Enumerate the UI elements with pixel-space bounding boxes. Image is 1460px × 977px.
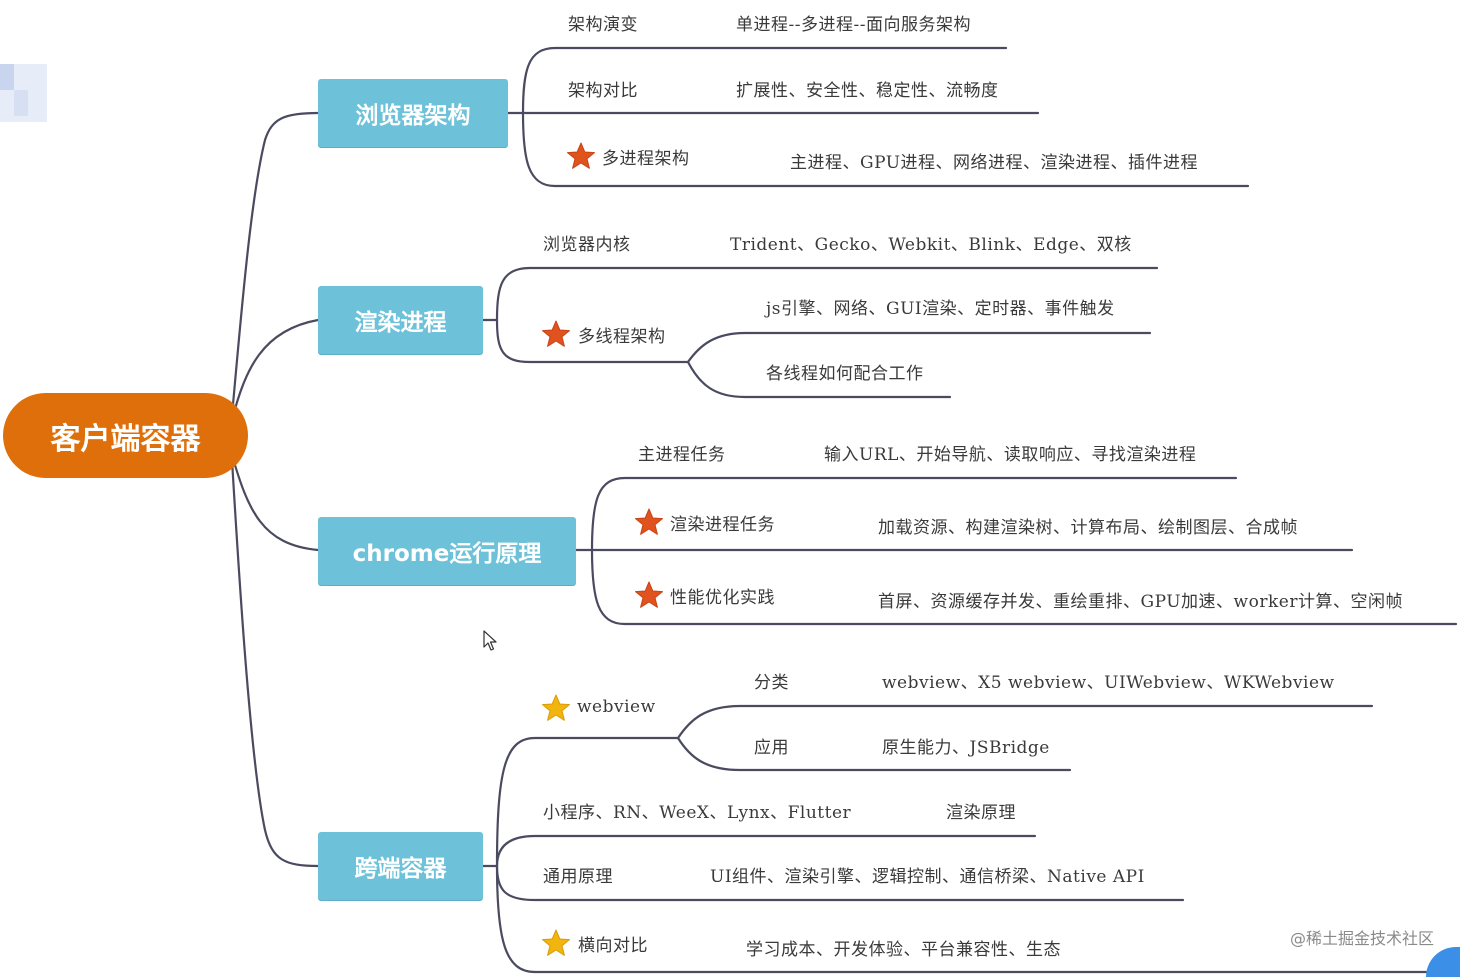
topic-webview-usage[interactable]: 应用	[754, 738, 789, 758]
topic-arch-evolution-detail[interactable]: 单进程--多进程--面向服务架构	[736, 15, 971, 35]
yellow-star-icon	[542, 694, 570, 721]
yellow-star-icon	[542, 929, 570, 956]
topic-multiprocess-arch-detail[interactable]: 主进程、GPU进程、网络进程、渲染进程、插件进程	[790, 153, 1199, 173]
branch-browser-architecture[interactable]: 浏览器架构	[318, 79, 508, 147]
selection-highlight	[0, 64, 47, 122]
topic-arch-evolution[interactable]: 架构演变	[568, 15, 638, 35]
topic-horizontal-compare[interactable]: 横向对比	[578, 936, 648, 956]
topic-main-process-tasks[interactable]: 主进程任务	[638, 445, 726, 465]
topic-threads-cooperation[interactable]: 各线程如何配合工作	[766, 364, 924, 384]
topic-webview-category[interactable]: 分类	[754, 673, 789, 693]
red-star-icon	[542, 320, 570, 347]
topic-common-principle-detail[interactable]: UI组件、渲染引擎、逻辑控制、通信桥梁、Native API	[710, 867, 1145, 887]
topic-render-principle[interactable]: 渲染原理	[946, 803, 1016, 823]
topic-arch-compare-detail[interactable]: 扩展性、安全性、稳定性、流畅度	[736, 81, 999, 101]
topic-render-process-tasks[interactable]: 渲染进程任务	[670, 515, 775, 535]
watermark: @稀土掘金技术社区	[1289, 929, 1434, 948]
topic-webview-category-detail[interactable]: webview、X5 webview、UIWebview、WKWebview	[882, 673, 1335, 693]
topic-horizontal-compare-detail[interactable]: 学习成本、开发体验、平台兼容性、生态	[746, 940, 1061, 960]
topic-threads-list[interactable]: js引擎、网络、GUI渲染、定时器、事件触发	[766, 299, 1115, 319]
topic-multithread-arch[interactable]: 多线程架构	[578, 327, 666, 347]
topic-cross-frameworks[interactable]: 小程序、RN、WeeX、Lynx、Flutter	[543, 803, 852, 823]
topic-arch-compare[interactable]: 架构对比	[568, 81, 638, 101]
mouse-cursor-icon	[483, 630, 497, 651]
topic-webview-usage-detail[interactable]: 原生能力、JSBridge	[882, 738, 1050, 758]
topic-performance-practice[interactable]: 性能优化实践	[670, 588, 775, 608]
topic-multiprocess-arch[interactable]: 多进程架构	[602, 149, 690, 169]
topic-webview[interactable]: webview	[577, 697, 656, 717]
topic-render-process-tasks-detail[interactable]: 加载资源、构建渲染树、计算布局、绘制图层、合成帧	[878, 518, 1298, 538]
red-star-icon	[567, 142, 595, 169]
branch-chrome-principles[interactable]: chrome运行原理	[318, 517, 576, 585]
topic-main-process-tasks-detail[interactable]: 输入URL、开始导航、读取响应、寻找渲染进程	[824, 445, 1197, 465]
topic-performance-practice-detail[interactable]: 首屏、资源缓存并发、重绘重排、GPU加速、worker计算、空闲帧	[878, 592, 1403, 612]
branch-render-process[interactable]: 渲染进程	[318, 286, 483, 354]
topic-common-principle[interactable]: 通用原理	[543, 867, 613, 887]
red-star-icon	[635, 581, 663, 608]
topic-browser-kernel-detail[interactable]: Trident、Gecko、Webkit、Blink、Edge、双核	[730, 235, 1132, 255]
branch-cross-platform-container[interactable]: 跨端容器	[318, 832, 483, 900]
topic-browser-kernel[interactable]: 浏览器内核	[543, 235, 631, 255]
red-star-icon	[635, 508, 663, 535]
root-node[interactable]: 客户端容器	[3, 393, 248, 478]
